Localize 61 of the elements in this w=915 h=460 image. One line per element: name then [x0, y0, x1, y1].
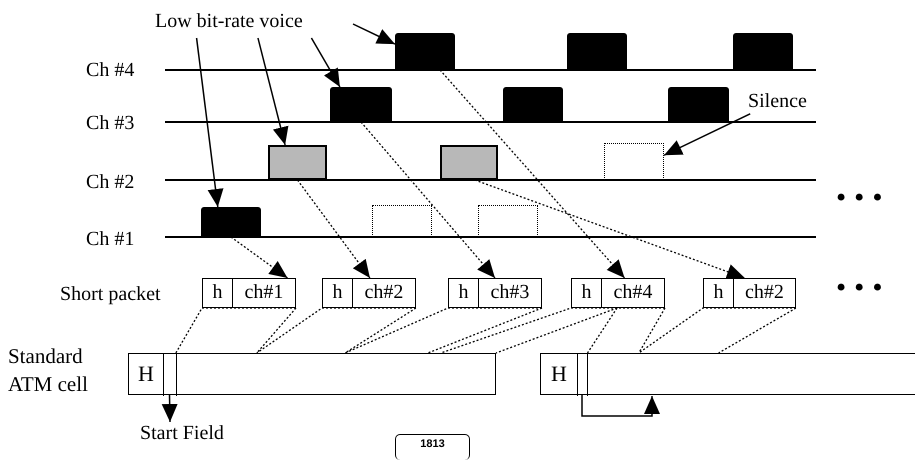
packet-payload: ch#2 [733, 279, 795, 307]
ellipsis-mark: ••• [834, 184, 888, 212]
row-label: Short packet [60, 283, 161, 305]
leader-line [664, 113, 751, 156]
mapping-line [440, 307, 618, 354]
packet-header: h [458, 280, 470, 305]
arrow [474, 179, 746, 280]
mapping-line [586, 307, 666, 354]
arrow [581, 395, 660, 417]
arrow [360, 122, 496, 278]
silence-slot [372, 205, 432, 237]
packet-payload: ch#2 [352, 279, 415, 307]
short-packet [448, 278, 542, 308]
packet-payload: ch#4 [601, 279, 664, 307]
atm-cell [540, 353, 915, 395]
channel-label: Ch #1 [86, 228, 134, 250]
atm-cell [128, 353, 496, 395]
voice-burst [503, 87, 563, 122]
voice-burst [440, 145, 498, 180]
mapping-line [638, 307, 797, 354]
arrow [440, 70, 626, 278]
packet-header: h [712, 280, 724, 305]
voice-burst [567, 33, 627, 70]
packet-header: h [332, 280, 344, 305]
channel-label: Ch #2 [86, 171, 134, 193]
voice-burst [668, 87, 729, 122]
voice-burst [268, 145, 327, 180]
row-label: Standard ATM cell [8, 343, 89, 398]
silence-slot [478, 205, 538, 237]
mapping-line [344, 307, 543, 354]
header-field: H [541, 354, 578, 396]
short-packet [322, 278, 416, 308]
voice-burst [395, 33, 455, 70]
short-packet [202, 278, 296, 308]
arrow [230, 236, 288, 279]
short-packet [703, 278, 796, 308]
header-field: H [129, 354, 164, 396]
callout-text: Silence [748, 90, 858, 118]
arrow [162, 394, 178, 422]
voice-burst [733, 33, 793, 70]
callout-text: Start Field [140, 422, 240, 448]
arrow [296, 180, 370, 278]
channel-label: Ch #3 [86, 112, 134, 134]
leader-line [310, 38, 341, 88]
callout-text: Low bit-rate voice [155, 10, 353, 38]
mapping-line [256, 307, 417, 354]
leader-line [257, 38, 288, 146]
ellipsis-mark: ••• [834, 274, 888, 302]
packet-payload: ch#1 [232, 279, 295, 307]
leader-line [196, 38, 224, 208]
packet-header: h [580, 280, 592, 305]
silence-slot [604, 143, 664, 178]
mapping-line [175, 307, 297, 354]
packet-payload: ch#3 [478, 279, 541, 307]
figure-number: 1813 [395, 434, 470, 460]
packet-header: h [212, 280, 224, 305]
leader-line [352, 23, 396, 45]
short-packet [571, 278, 665, 308]
voice-burst [201, 207, 261, 237]
voice-burst [330, 87, 392, 122]
channel-label: Ch #4 [86, 59, 134, 81]
